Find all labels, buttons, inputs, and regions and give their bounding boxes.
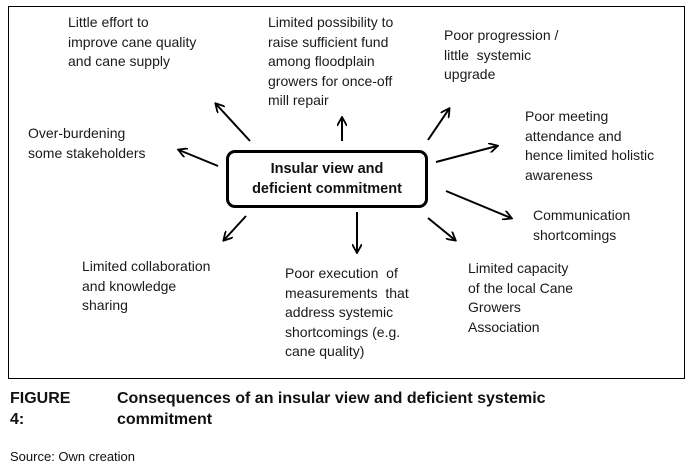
arrow-limited-collaboration	[224, 215, 247, 240]
arrow-limited-capacity	[427, 217, 455, 240]
central-concept: Insular view and deficient commitment	[226, 150, 428, 208]
diagram-frame	[8, 6, 685, 379]
arrow-poor-meeting	[435, 146, 497, 163]
arrow-over-burdening	[179, 150, 219, 167]
source-note: Source: Own creation	[10, 449, 136, 464]
figure-title: Consequences of an insular view and defi…	[117, 390, 546, 428]
node-over-burdening: Over-burdening some stakeholders	[28, 125, 146, 161]
arrow-communication	[445, 190, 511, 218]
node-limited-collaboration: Limited collaboration and knowledge shar…	[82, 258, 211, 313]
figure-label: FIGURE 4:	[10, 390, 71, 428]
arrow-poor-progression	[427, 109, 449, 141]
node-poor-meeting: Poor meeting attendance and hence limite…	[525, 108, 655, 183]
node-little-effort: Little effort to improve cane quality an…	[68, 14, 197, 69]
arrow-little-effort	[216, 104, 251, 142]
node-communication: Communication shortcomings	[533, 207, 631, 243]
node-limited-possibility: Limited possibility to raise sufficient …	[268, 14, 394, 108]
node-poor-execution: Poor execution of measurements that addr…	[285, 265, 409, 359]
node-poor-progression: Poor progression / little systemic upgra…	[444, 27, 559, 82]
node-limited-capacity: Limited capacity of the local Cane Growe…	[468, 260, 574, 335]
